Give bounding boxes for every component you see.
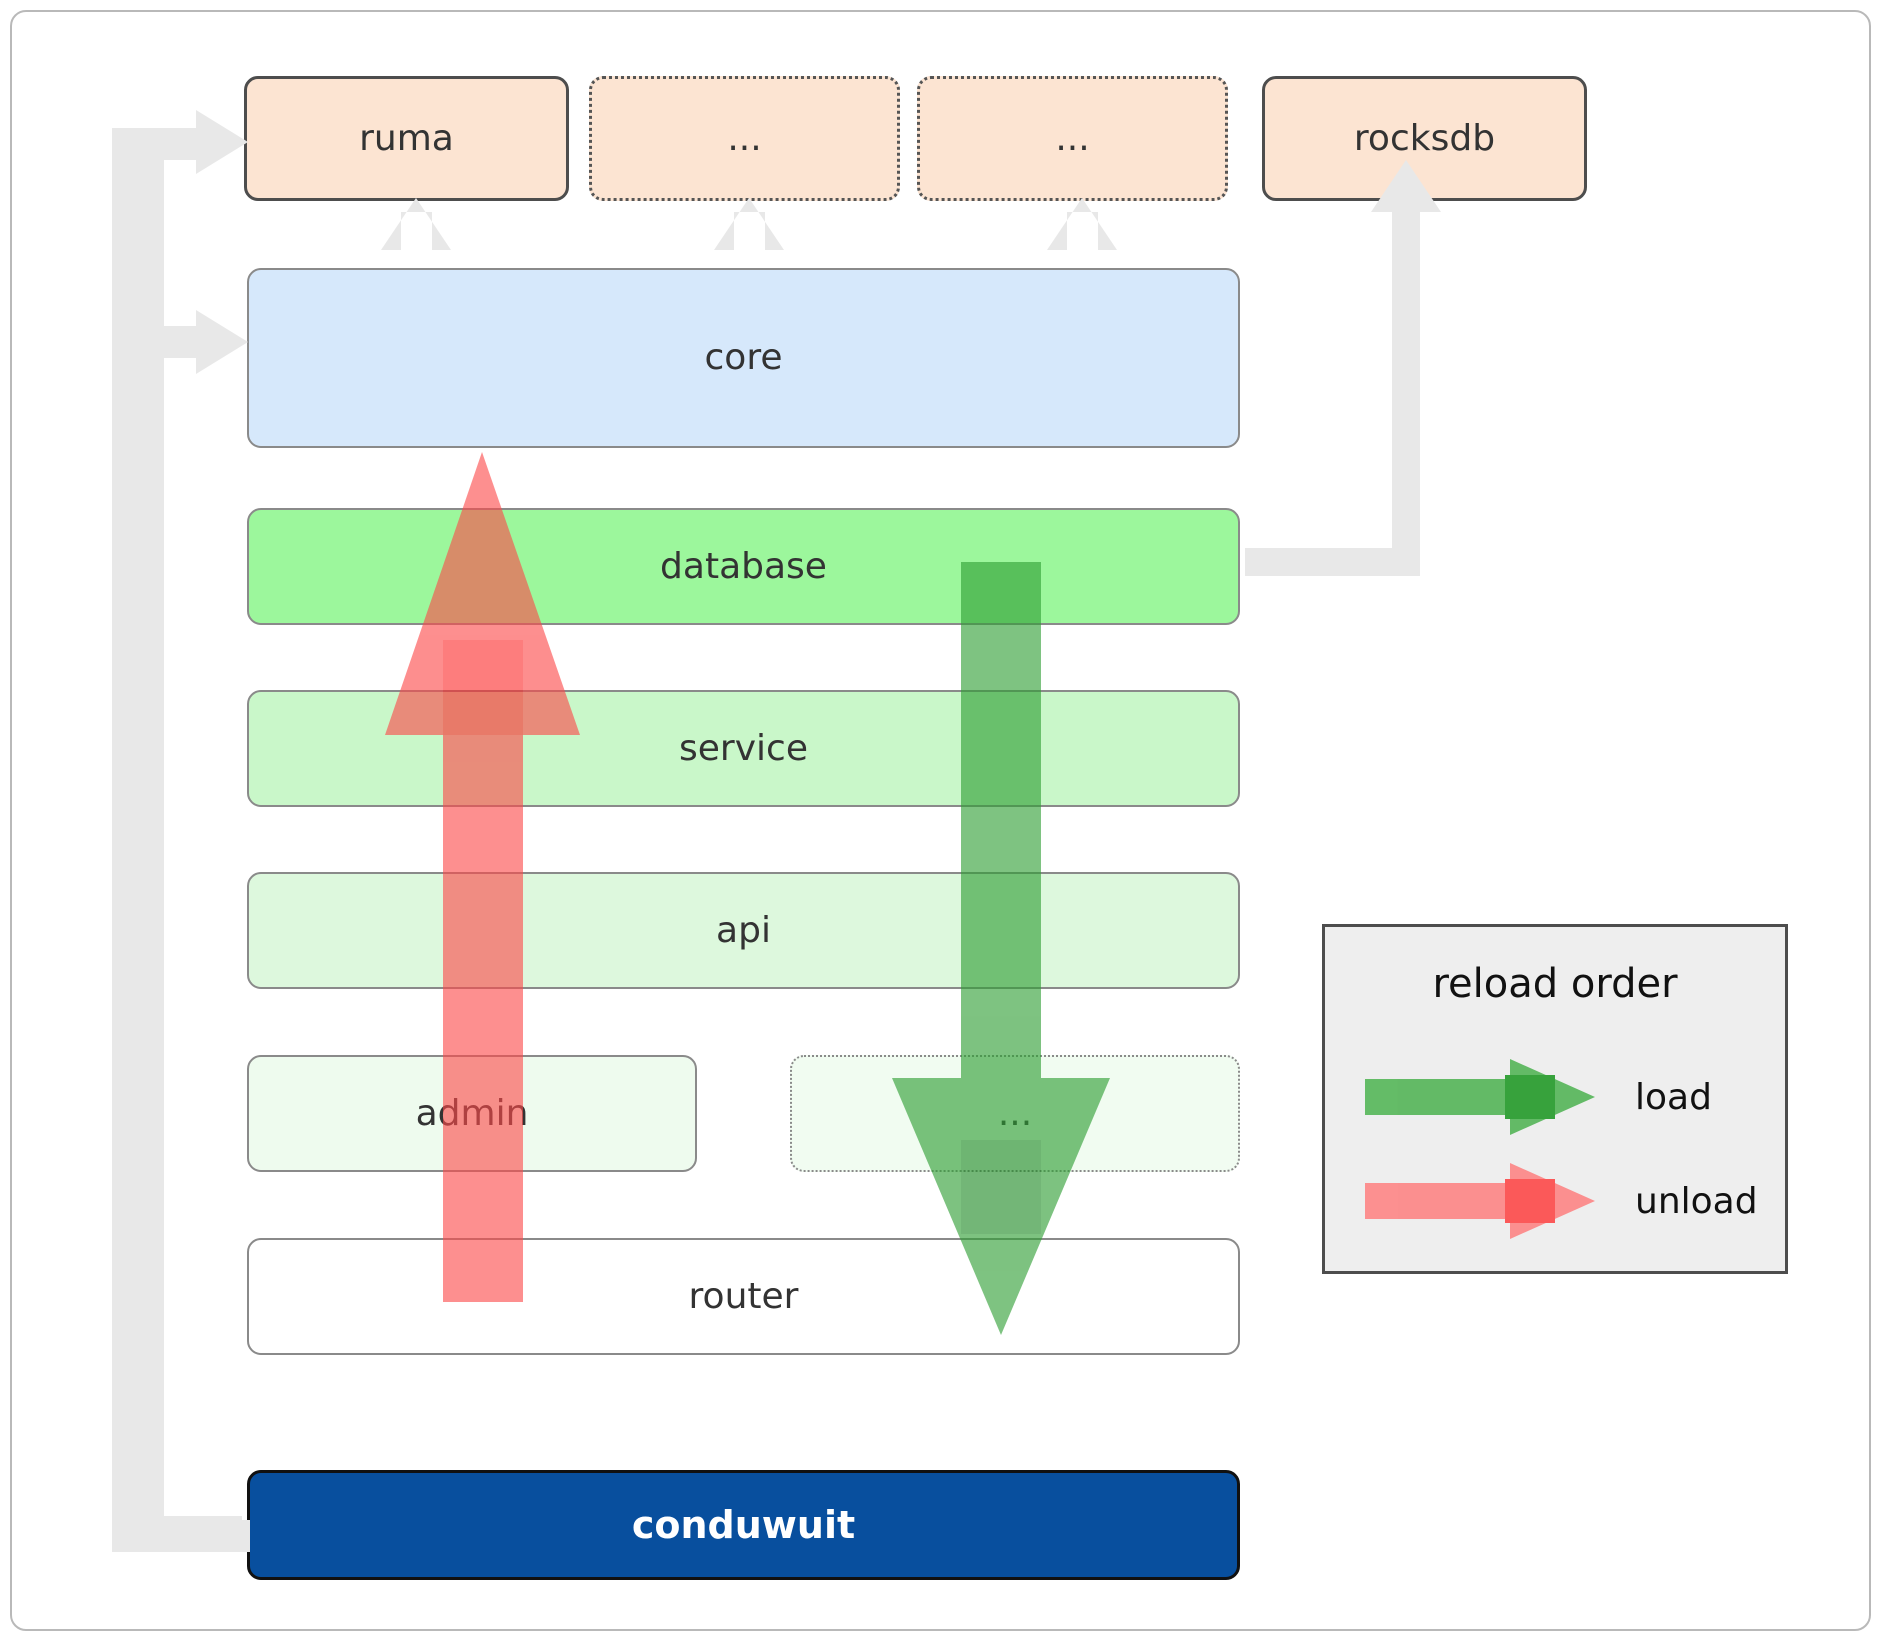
dependency-box-ellipsis-2[interactable]: ...	[917, 76, 1228, 201]
legend-load-arrow-icon	[1365, 1059, 1595, 1135]
layer-label-conduwuit: conduwuit	[631, 1503, 856, 1547]
layer-label-ellipsis-low: ...	[997, 1092, 1033, 1134]
dependency-box-ruma[interactable]: ruma	[244, 76, 569, 201]
layer-box-ellipsis-low[interactable]: ...	[790, 1055, 1240, 1172]
layer-label-core: core	[704, 337, 783, 378]
legend-title: reload order	[1432, 961, 1678, 1007]
layer-box-api[interactable]: api	[247, 872, 1240, 989]
dependency-label-rocksdb: rocksdb	[1353, 117, 1496, 159]
dependency-box-ellipsis-1[interactable]: ...	[589, 76, 900, 201]
dependency-label-ruma: ruma	[359, 117, 454, 159]
layer-box-router[interactable]: router	[247, 1238, 1240, 1355]
legend-label-unload: unload	[1635, 1180, 1758, 1222]
legend-row-load: load	[1325, 1057, 1791, 1137]
layer-box-service[interactable]: service	[247, 690, 1240, 807]
layer-label-admin: admin	[415, 1092, 529, 1134]
dependency-box-rocksdb[interactable]: rocksdb	[1262, 76, 1587, 201]
layer-box-conduwuit[interactable]: conduwuit	[247, 1470, 1240, 1580]
layer-label-database: database	[660, 545, 827, 587]
legend-unload-arrow-icon	[1365, 1163, 1595, 1239]
legend-label-load: load	[1635, 1076, 1712, 1118]
dependency-label-ellipsis-1: ...	[727, 117, 762, 159]
diagram-frame	[10, 10, 1871, 1631]
legend-panel: reload order load unload	[1322, 924, 1788, 1274]
layer-label-router: router	[688, 1275, 799, 1317]
layer-box-database[interactable]: database	[247, 508, 1240, 625]
layer-label-api: api	[716, 909, 771, 951]
layer-box-core[interactable]: core	[247, 268, 1240, 448]
dependency-label-ellipsis-2: ...	[1055, 117, 1090, 159]
layer-label-service: service	[679, 727, 808, 769]
layer-box-admin[interactable]: admin	[247, 1055, 697, 1172]
legend-row-unload: unload	[1325, 1161, 1791, 1241]
